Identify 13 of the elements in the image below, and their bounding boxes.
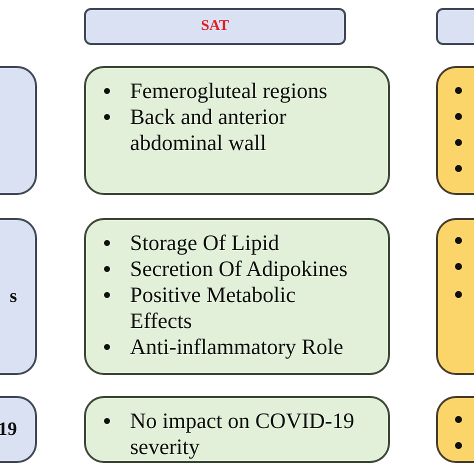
bullet-list-box <box>84 66 390 195</box>
bullet-item: Anti-inflammatory Role <box>98 334 352 360</box>
bullet-item: Femerogluteal regions <box>98 78 352 104</box>
column-header <box>84 8 346 45</box>
bullet-list-box <box>84 396 390 463</box>
bullet-item: Secretion Of Adipokines <box>98 256 352 282</box>
bullet-item: No impact on COVID-19 severity <box>98 408 380 460</box>
bullet-list-box <box>84 218 390 375</box>
row-label: s <box>10 286 17 308</box>
bullet-item: Positive Metabolic Effects <box>98 282 352 334</box>
bullet-item: Back and anterior abdominal wall <box>98 104 352 156</box>
header-label: SAT <box>200 18 230 35</box>
bullet-item: Storage Of Lipid <box>98 230 352 256</box>
